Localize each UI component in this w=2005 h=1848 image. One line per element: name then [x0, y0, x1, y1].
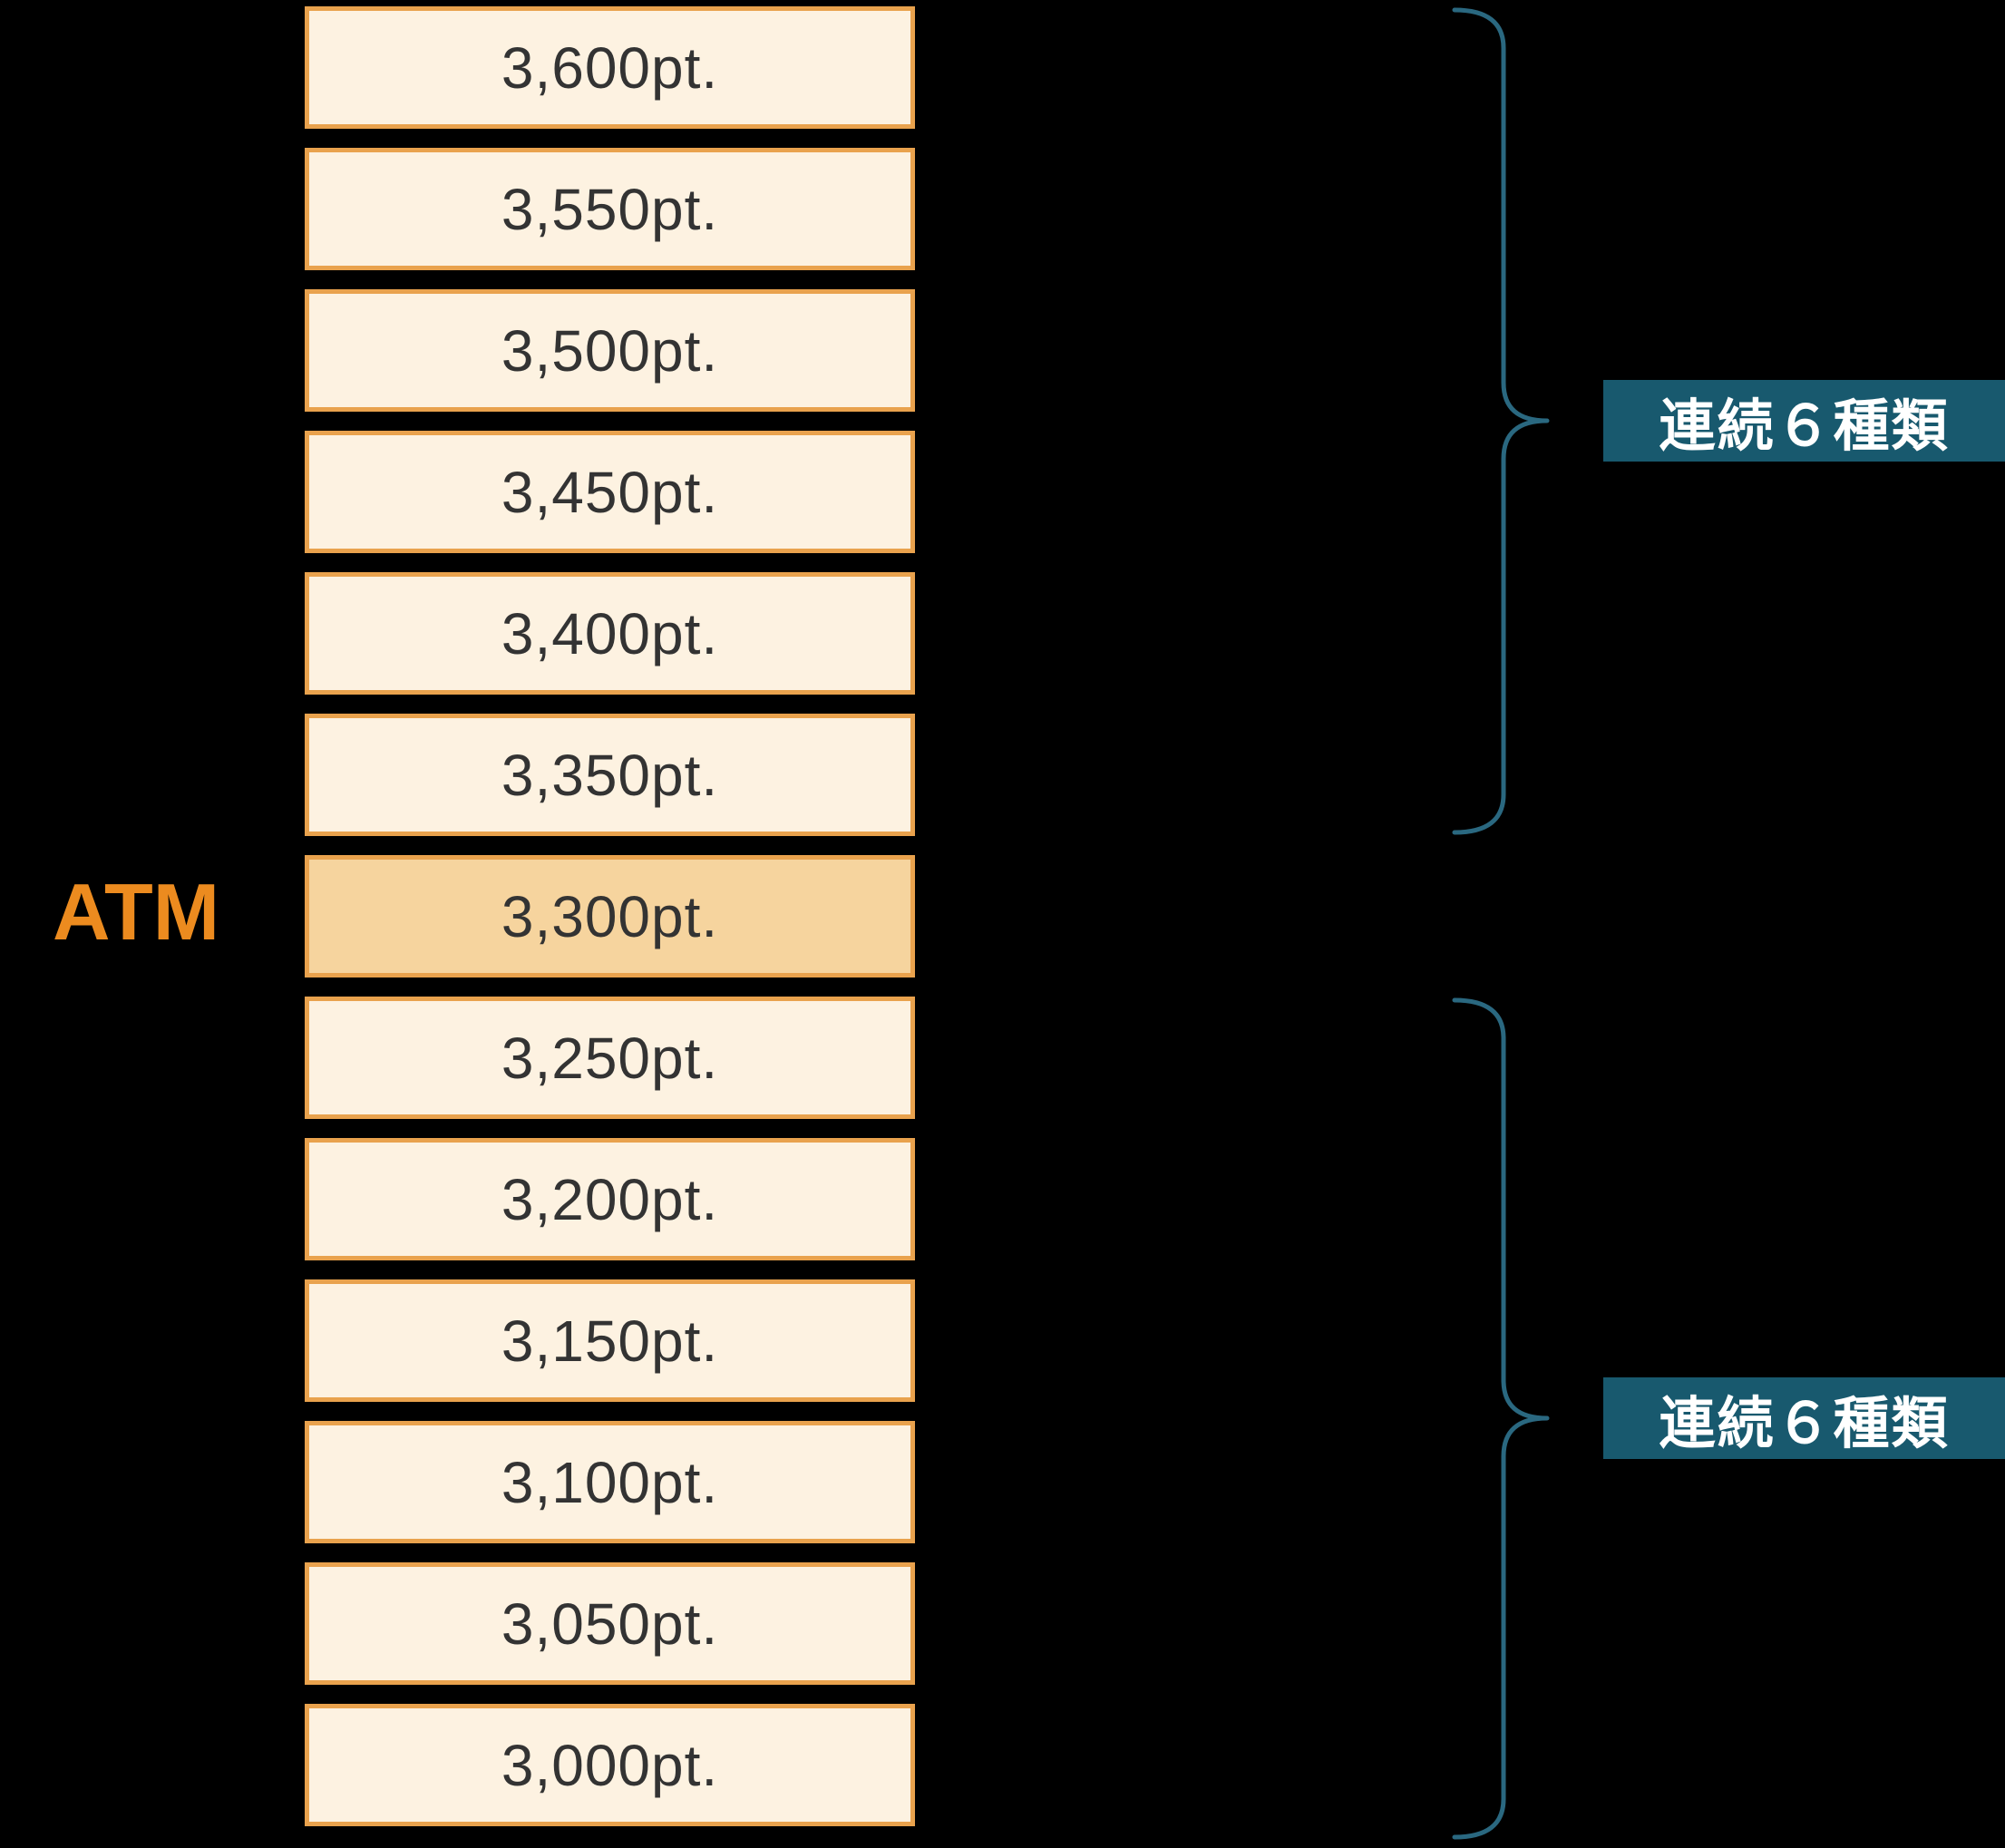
- bottom-brace: [1452, 997, 1550, 1840]
- price-box: 3,150pt.: [305, 1279, 915, 1402]
- price-box: 3,600pt.: [305, 6, 915, 129]
- price-box: 3,100pt.: [305, 1421, 915, 1543]
- price-box: 3,200pt.: [305, 1138, 915, 1260]
- price-box: 3,550pt.: [305, 148, 915, 270]
- price-label: 3,400pt.: [501, 600, 719, 666]
- price-label: 3,050pt.: [501, 1590, 719, 1657]
- atm-label: ATM: [53, 867, 220, 957]
- price-label: 3,350pt.: [501, 742, 719, 808]
- price-box: 3,400pt.: [305, 572, 915, 695]
- price-box-atm: 3,300pt.: [305, 855, 915, 977]
- price-box: 3,250pt.: [305, 997, 915, 1119]
- price-box: 3,000pt.: [305, 1704, 915, 1826]
- price-label: 3,150pt.: [501, 1308, 719, 1374]
- price-label: 3,100pt.: [501, 1449, 719, 1515]
- top-brace: [1452, 7, 1550, 835]
- price-box: 3,500pt.: [305, 289, 915, 412]
- price-label: 3,500pt.: [501, 317, 719, 384]
- price-label: 3,300pt.: [501, 883, 719, 949]
- price-box: 3,050pt.: [305, 1562, 915, 1685]
- price-label: 3,200pt.: [501, 1166, 719, 1232]
- price-label: 3,450pt.: [501, 459, 719, 525]
- price-box: 3,350pt.: [305, 714, 915, 836]
- price-label: 3,600pt.: [501, 34, 719, 101]
- price-label: 3,550pt.: [501, 176, 719, 242]
- price-box: 3,450pt.: [305, 431, 915, 553]
- price-column: 3,600pt. 3,550pt. 3,500pt. 3,450pt. 3,40…: [305, 6, 915, 1826]
- top-brace-label: 連続６種類: [1603, 380, 2005, 462]
- price-label: 3,000pt.: [501, 1732, 719, 1798]
- bottom-brace-label: 連続６種類: [1603, 1377, 2005, 1459]
- price-label: 3,250pt.: [501, 1025, 719, 1091]
